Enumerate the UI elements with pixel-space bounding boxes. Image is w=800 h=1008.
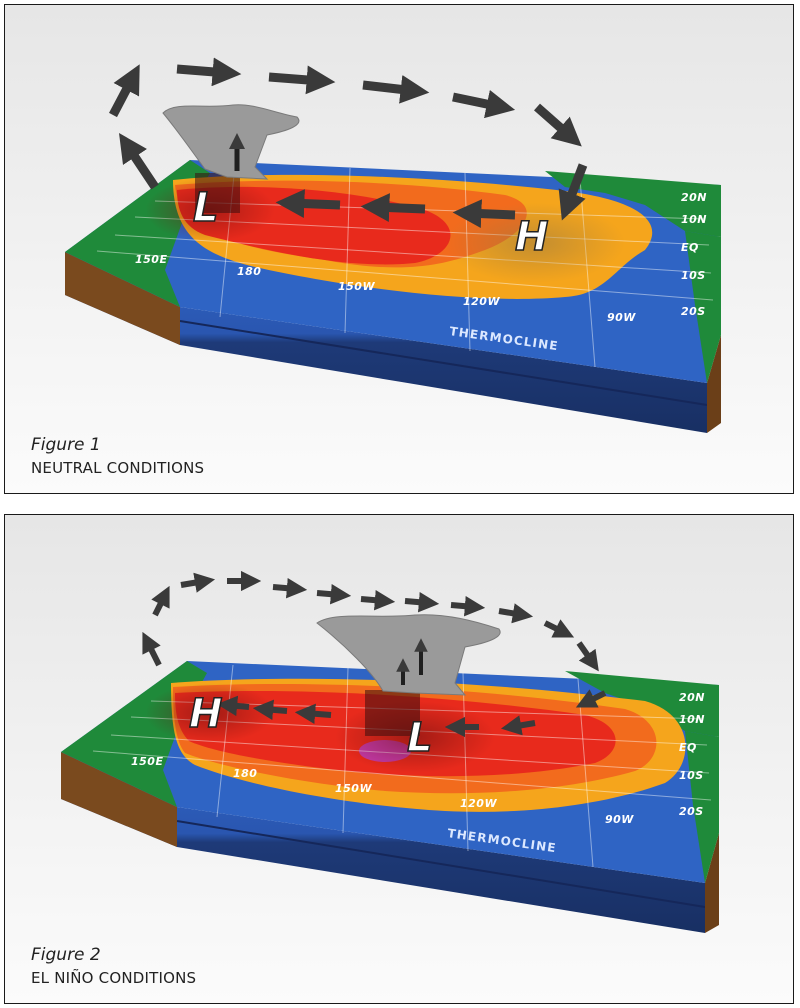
latitude-label: 10N	[679, 713, 705, 726]
wind-arrow-icon	[294, 703, 332, 724]
figure-number: Figure 2	[31, 945, 101, 965]
wind-arrow-icon	[450, 595, 486, 617]
figure-1-panel: L H 150E 180 150W 120W 90W 20N 10N EQ 10…	[4, 4, 794, 494]
wind-arrow-icon	[151, 585, 170, 617]
high-pressure-zone	[445, 203, 625, 283]
pressure-east-label: H	[515, 214, 548, 260]
wind-arrow-icon	[404, 591, 440, 613]
latitude-label: 20S	[679, 805, 704, 818]
walker-circulation	[142, 570, 607, 738]
wind-arrow-icon	[176, 57, 242, 87]
cloud-icon	[316, 614, 501, 696]
high-pressure-zone	[145, 683, 275, 743]
wind-arrow-icon	[498, 603, 534, 624]
figure-caption: Figure 2 EL NIÑO CONDITIONS	[31, 943, 196, 989]
wind-arrow-icon	[142, 631, 162, 667]
wind-arrow-icon	[252, 699, 288, 721]
wind-arrow-icon	[360, 589, 396, 611]
figure-2-panel: H L 150E 180 150W 120W 90W 20N 10N EQ 10…	[4, 514, 794, 1004]
south-america-landmass	[685, 231, 721, 383]
latitude-label: 10N	[681, 213, 707, 226]
thermocline-line	[179, 320, 708, 406]
ocean-cross-section	[61, 752, 705, 933]
longitude-label: 180	[237, 265, 261, 278]
longitude-label: 150E	[135, 253, 167, 266]
americas-landmass	[545, 171, 721, 237]
latitude-label: 20S	[681, 305, 706, 318]
wind-arrow-icon	[180, 572, 216, 593]
walker-circulation	[109, 57, 588, 228]
sinking-air-arrow-icon	[558, 163, 588, 221]
neutral-conditions-diagram: L H 150E 180 150W 120W 90W 20N 10N EQ 10…	[65, 57, 721, 433]
wind-arrow-icon	[360, 193, 426, 222]
wind-arrow-icon	[534, 103, 582, 147]
wind-arrow-icon	[362, 75, 430, 104]
wind-arrow-icon	[500, 715, 536, 736]
latitude-label: 20N	[679, 691, 705, 704]
latitude-label: EQ	[681, 241, 699, 254]
pressure-west-label: H	[189, 691, 222, 737]
wind-arrow-icon	[575, 689, 607, 708]
longitude-label: 90W	[605, 813, 634, 826]
right-earth-cap	[707, 335, 721, 433]
wind-arrow-icon	[268, 65, 336, 95]
figure-title: NEUTRAL CONDITIONS	[31, 459, 205, 477]
wind-arrow-icon	[576, 641, 599, 672]
longitude-label: 90W	[607, 311, 636, 324]
wind-arrow-icon	[109, 64, 140, 118]
left-earth-cap	[65, 252, 180, 345]
latitude-label: 10S	[679, 769, 704, 782]
figure-caption: Figure 1 NEUTRAL CONDITIONS	[31, 433, 204, 479]
longitude-label: 180	[233, 767, 257, 780]
longitude-label: 150W	[335, 782, 372, 795]
wind-arrow-icon	[275, 189, 341, 218]
convection-column	[365, 690, 420, 736]
wind-arrow-icon	[316, 583, 352, 605]
longitude-label: 120W	[463, 295, 500, 308]
thermocline-line	[176, 820, 706, 908]
wind-arrow-icon	[272, 577, 308, 599]
el-nino-conditions-diagram: H L 150E 180 150W 120W 90W 20N 10N EQ 10…	[61, 570, 719, 933]
latitude-label: 20N	[681, 191, 707, 204]
longitude-label: 120W	[460, 797, 497, 810]
wind-arrow-icon	[119, 133, 159, 190]
longitude-label: 150E	[131, 755, 163, 768]
left-earth-cap	[61, 752, 177, 847]
wind-arrow-icon	[543, 619, 575, 638]
south-america-landmass	[685, 731, 719, 883]
pressure-west-label: L	[193, 185, 219, 231]
convection-column	[195, 173, 240, 213]
ocean-cross-section	[65, 252, 707, 433]
latitude-label: EQ	[679, 741, 697, 754]
figure-title: EL NIÑO CONDITIONS	[31, 969, 197, 987]
longitude-label: 150W	[338, 280, 375, 293]
wind-arrow-icon	[452, 199, 516, 228]
figure-number: Figure 1	[31, 435, 101, 455]
latitude-label: 10S	[681, 269, 706, 282]
right-earth-cap	[705, 833, 719, 933]
wind-arrow-icon	[216, 695, 250, 717]
pressure-east-label: L	[407, 715, 433, 761]
wind-arrow-icon	[452, 89, 516, 119]
